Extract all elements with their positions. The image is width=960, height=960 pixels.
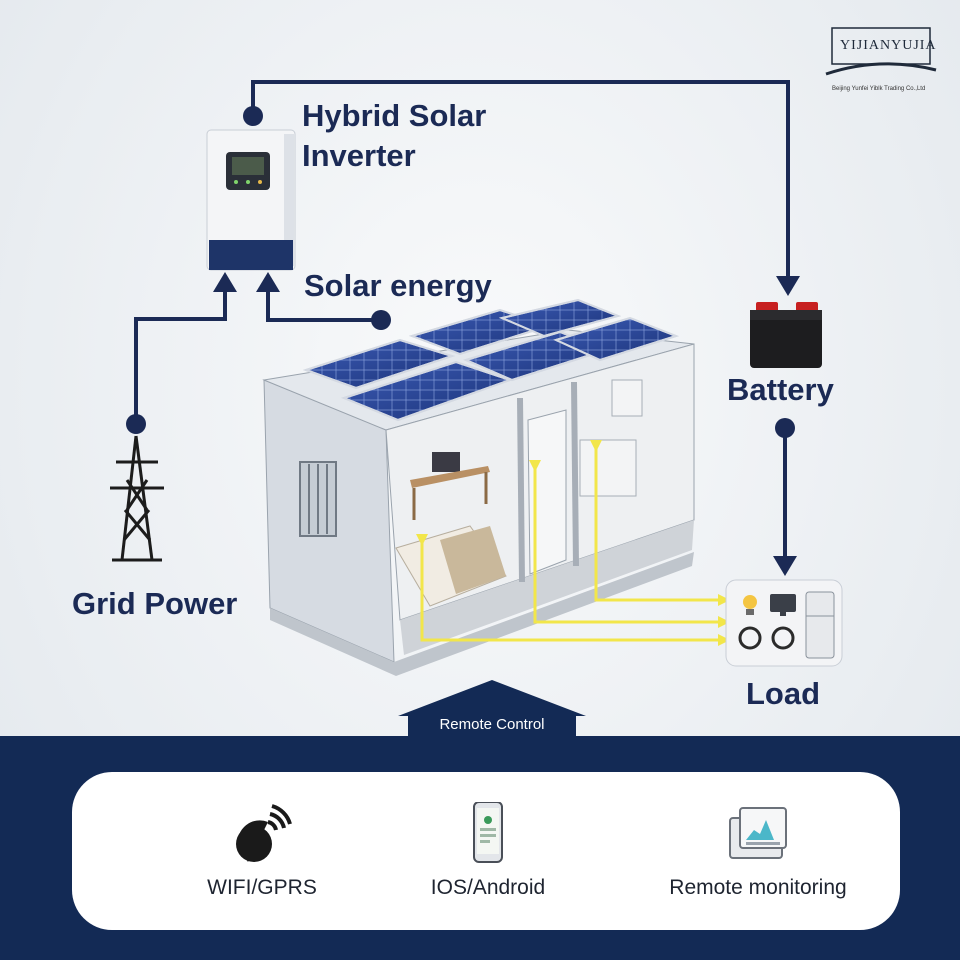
load-appliances-icon: [725, 579, 843, 667]
feature-label: IOS/Android: [430, 876, 546, 899]
battery-label: Battery: [727, 372, 834, 407]
remote-features-panel: WIFI/GPRS IOS/Android Remote monitoring: [72, 772, 900, 930]
smartphone-icon: [473, 802, 503, 863]
power-distribution-lines: [416, 440, 730, 646]
container-house-icon: [262, 298, 695, 676]
remote-control-arrow: [398, 680, 586, 736]
grid-to-inverter-line: [126, 272, 237, 434]
battery-icon: [750, 302, 822, 368]
monitoring-dashboard-icon: [729, 807, 787, 859]
load-label: Load: [746, 676, 821, 711]
remote-control-label: Remote Control: [439, 716, 545, 733]
battery-to-load-line: [773, 418, 797, 576]
feature-label: WIFI/GPRS: [207, 876, 317, 899]
solar-energy-label: Solar energy: [304, 268, 492, 303]
inverter-device-icon: [206, 129, 296, 271]
grid-power-label: Grid Power: [72, 586, 238, 621]
logo-subtitle: Beijing Yunfei Yiblk Trading Co.,Ltd: [832, 86, 926, 92]
inverter-label: Hybrid Solar Inverter: [302, 98, 487, 173]
feature-label: Remote monitoring: [669, 876, 847, 899]
power-tower-icon: [110, 435, 164, 562]
company-logo-mark: [825, 27, 937, 76]
logo-text: YIJIANYUJIA: [840, 38, 937, 53]
solar-to-inverter-line: [256, 272, 391, 330]
inverter-to-battery-line: [243, 80, 800, 296]
wifi-satellite-icon: [236, 804, 292, 862]
